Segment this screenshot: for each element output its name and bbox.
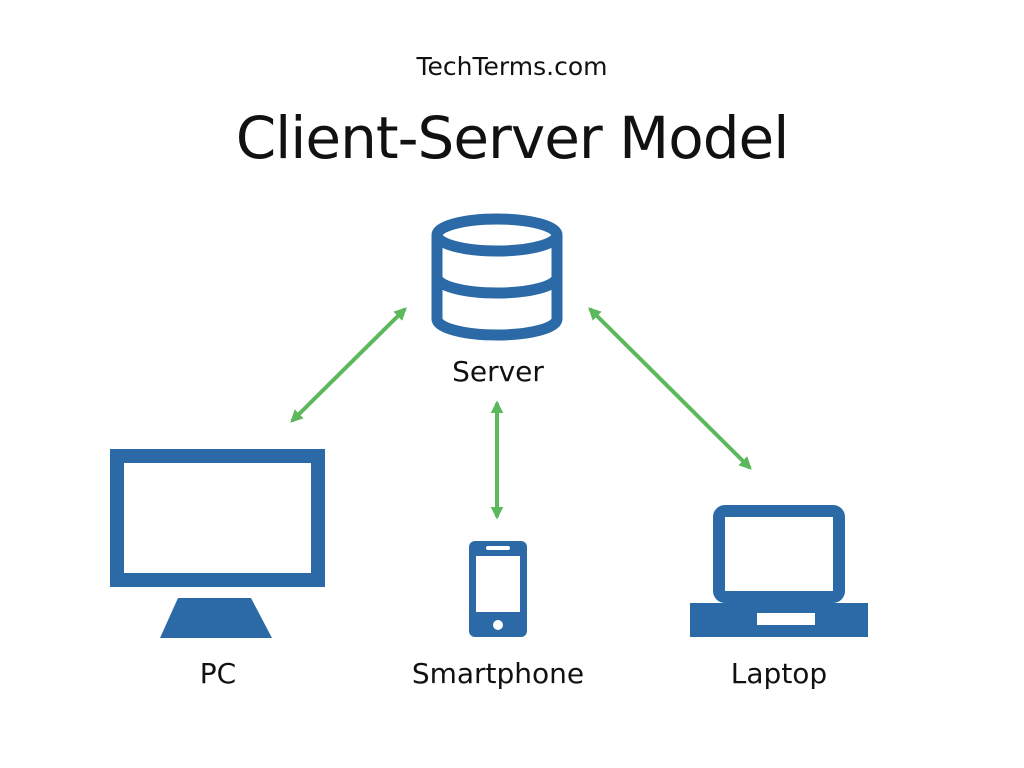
arrow-server-pc: [290, 307, 407, 423]
laptop-label: Laptop: [730, 657, 828, 690]
arrow-server-laptop: [588, 307, 752, 470]
pc-label: PC: [199, 657, 237, 690]
monitor-icon: [110, 449, 325, 638]
database-icon: [431, 213, 563, 341]
laptop-icon: [690, 505, 868, 637]
site-name: TechTerms.com: [416, 52, 608, 81]
diagram-title: Client-Server Model: [235, 104, 790, 172]
smartphone-label: Smartphone: [411, 657, 585, 690]
server-label: Server: [452, 355, 544, 388]
smartphone-icon: [469, 541, 527, 637]
